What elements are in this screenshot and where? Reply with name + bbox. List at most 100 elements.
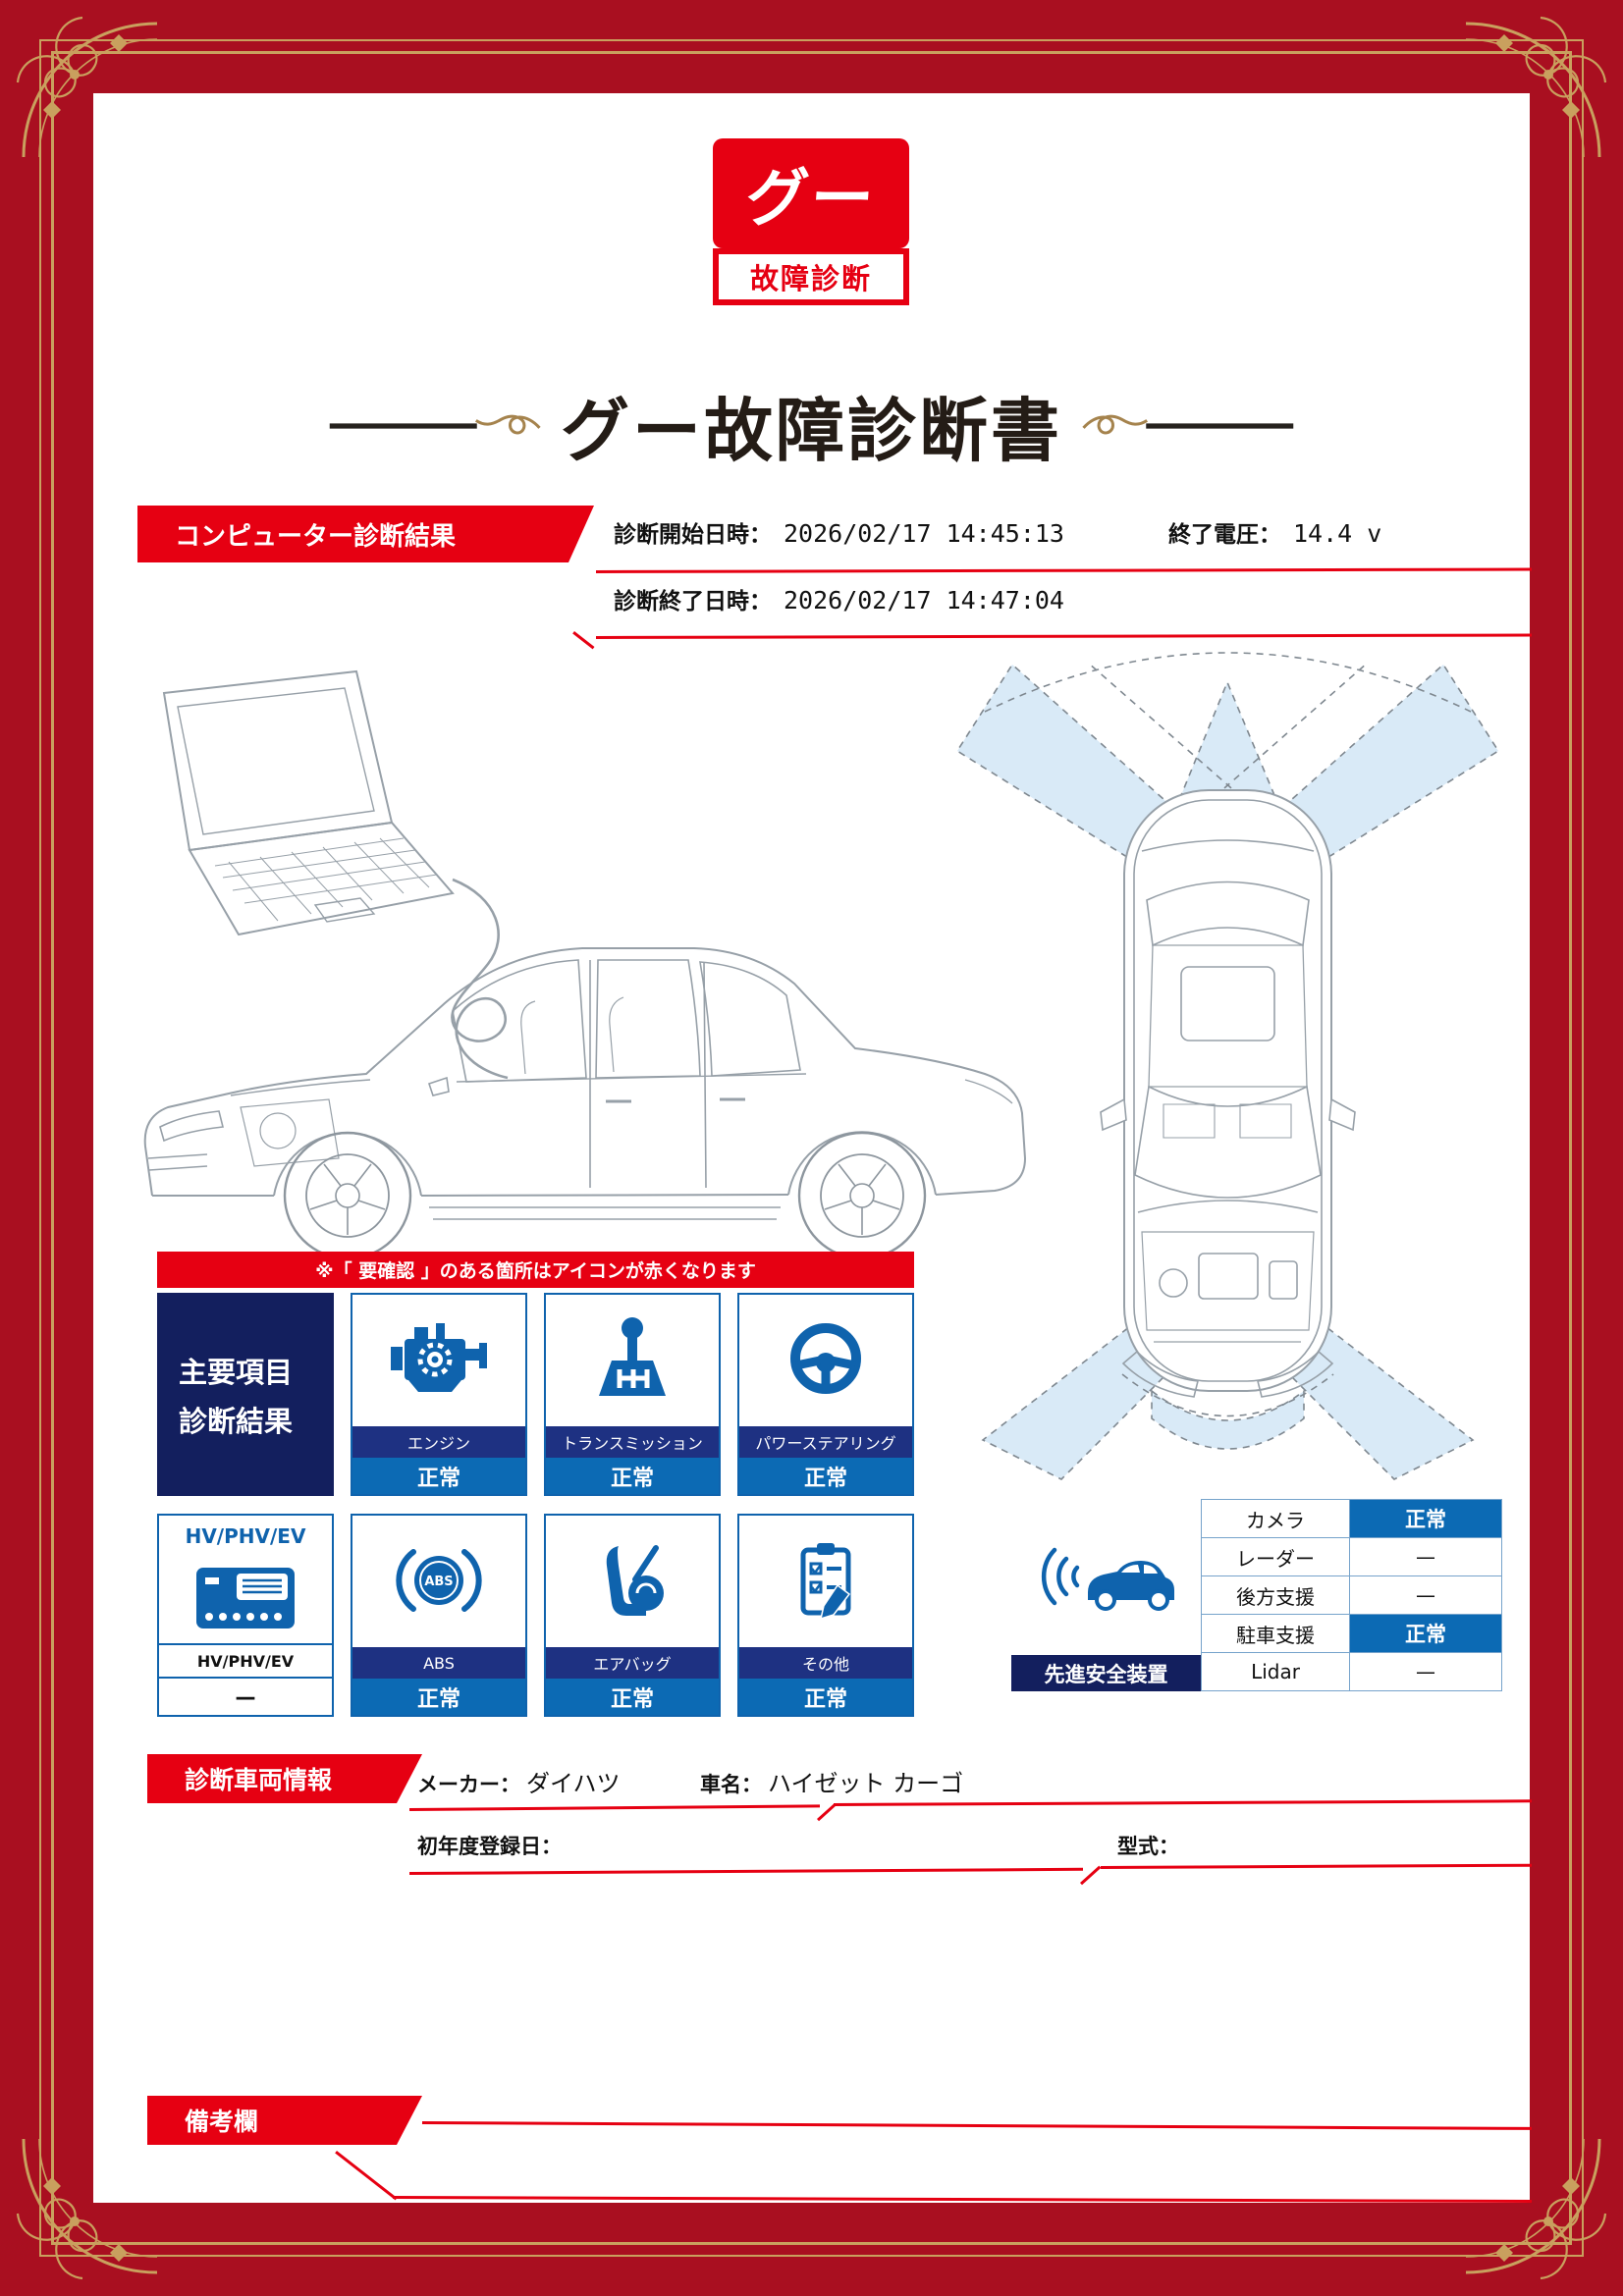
report-sheet: グー 故障診断 グー故障診断書 コンピューター診断結果 診断開始日時： 2026… [93,93,1533,2204]
car-name-label: 車名： [700,1773,762,1796]
remarks-line [421,2121,1532,2130]
tile-label: パワーステアリング [739,1426,912,1458]
model-row: 型式： [1117,1831,1179,1860]
safety-row-name: カメラ [1202,1500,1349,1537]
diagnostic-tile-hv-phv-ev: HV/PHV/EV HV/PHV/EV — [157,1514,334,1717]
corner-ornament-icon [1465,2138,1607,2280]
tile-label: エンジン [352,1426,525,1458]
corner-ornament-icon [16,16,158,158]
main-results-header-tile: 主要項目 診断結果 [157,1293,334,1496]
vehicle-info-banner: 診断車両情報 [147,1754,422,1803]
goo-logo: グー [713,138,909,248]
hv-battery-icon [159,1553,332,1643]
diagnostic-tile-transmission: トランスミッション 正常 [544,1293,721,1496]
safety-table: カメラ 正常 レーダー — 後方支援 — 駐車支援 正常 Lidar — [1201,1499,1502,1691]
maker-row: メーカー： ダイハツ [417,1764,621,1798]
diagnosis-start-label: 診断開始日時： [614,522,772,548]
safety-row-status: 正常 [1350,1615,1501,1652]
computer-diagnosis-banner: コンピューター診断結果 [137,506,594,562]
laptop-and-car-illustration [143,669,1027,1260]
goo-logo-subtitle: 故障診断 [749,262,872,295]
safety-row-name: Lidar [1202,1653,1349,1690]
remarks-line [392,2196,1532,2204]
diagnostic-tile-abs: ABS ABS 正常 [351,1514,527,1717]
safety-row-name: レーダー [1202,1538,1349,1575]
hv-tile-label: HV/PHV/EV [159,1643,332,1677]
diagnostic-tile-other: その他 正常 [737,1514,914,1717]
remarks-diagonal [335,2151,398,2201]
goo-logo-text: グー [742,163,879,236]
tile-status: 正常 [739,1458,912,1494]
underline [409,1804,821,1811]
car-name-value: ハイゼット カーゴ [768,1770,964,1797]
safety-row-status: — [1350,1576,1501,1614]
end-voltage-value: 14.4 v [1293,519,1382,548]
title-flourish-icon [329,414,541,434]
tile-status: 正常 [546,1458,719,1494]
diagnostic-tile-power-steering: パワーステアリング 正常 [737,1293,914,1496]
advanced-safety-panel: 先進安全装置 カメラ 正常 レーダー — 後方支援 — 駐車支援 正常 Lida… [1011,1499,1502,1691]
vehicle-info-banner-label: 診断車両情報 [185,1766,333,1794]
main-results-header-line2: 診断結果 [179,1404,294,1438]
tile-status: 正常 [352,1679,525,1715]
end-voltage-label: 終了電圧： [1168,522,1281,548]
airbag-icon [546,1516,719,1647]
safety-caption: 先進安全装置 [1011,1655,1201,1691]
page-title: グー故障診断書 [561,391,1062,471]
abs-icon: ABS [352,1516,525,1647]
model-label: 型式： [1117,1835,1179,1858]
transmission-icon [546,1295,719,1426]
diagnosis-end-row: 診断終了日時： 2026/02/17 14:47:04 [614,582,1064,615]
hv-tile-title: HV/PHV/EV [185,1524,306,1548]
hv-tile-status: — [159,1677,332,1715]
diagnosis-end-value: 2026/02/17 14:47:04 [784,586,1064,614]
diagnostic-tile-airbag: エアバッグ 正常 [544,1514,721,1717]
clipboard-icon [739,1516,912,1647]
corner-ornament-icon [16,2138,158,2280]
underline-tick [572,631,595,650]
underline [834,1799,1533,1806]
title-row: グー故障診断書 [93,376,1530,475]
tile-status: 正常 [546,1679,719,1715]
car-top-view-sensors-illustration [955,652,1500,1480]
tile-status: 正常 [352,1458,525,1494]
tile-status: 正常 [739,1679,912,1715]
safety-row-name: 駐車支援 [1202,1615,1349,1652]
diagnostic-tile-engine: エンジン 正常 [351,1293,527,1496]
notice-text: ※「 要確認 」のある箇所はアイコンが赤くなります [315,1260,756,1282]
tile-label: ABS [352,1647,525,1679]
safety-row-name: 後方支援 [1202,1576,1349,1614]
goo-logo-subtitle-box: 故障診断 [713,248,909,305]
svg-text:ABS: ABS [424,1575,453,1589]
computer-diagnosis-banner-label: コンピューター診断結果 [175,521,457,552]
main-results-header-line1: 主要項目 [179,1355,294,1389]
car-side-view [143,947,1027,1220]
title-flourish-icon [1082,414,1294,434]
remarks-banner: 備考欄 [147,2096,422,2145]
underline [409,1867,1084,1875]
tile-label: その他 [739,1647,912,1679]
underline [596,633,1533,639]
diagnosis-start-row: 診断開始日時： 2026/02/17 14:45:13 [614,515,1064,549]
safety-row-status: 正常 [1350,1500,1501,1537]
steering-wheel-icon [739,1295,912,1426]
corner-ornament-icon [1465,16,1607,158]
underline [596,567,1533,573]
safety-row-status: — [1350,1653,1501,1690]
diagnosis-end-label: 診断終了日時： [614,589,772,614]
tile-label: エアバッグ [546,1647,719,1679]
engine-icon [352,1295,525,1426]
diagnosis-start-value: 2026/02/17 14:45:13 [784,519,1064,548]
end-voltage-row: 終了電圧： 14.4 v [1168,515,1381,549]
registration-row: 初年度登録日： [417,1831,562,1860]
car-wheels [283,1131,927,1260]
maker-value: ダイハツ [526,1770,621,1797]
underline [1101,1863,1533,1869]
tile-label: トランスミッション [546,1426,719,1458]
safety-row-status: — [1350,1538,1501,1575]
notice-bar: ※「 要確認 」のある箇所はアイコンが赤くなります [157,1252,914,1288]
car-name-row: 車名： ハイゼット カーゴ [700,1764,963,1798]
registration-label: 初年度登録日： [417,1835,562,1858]
maker-label: メーカー： [417,1773,520,1796]
